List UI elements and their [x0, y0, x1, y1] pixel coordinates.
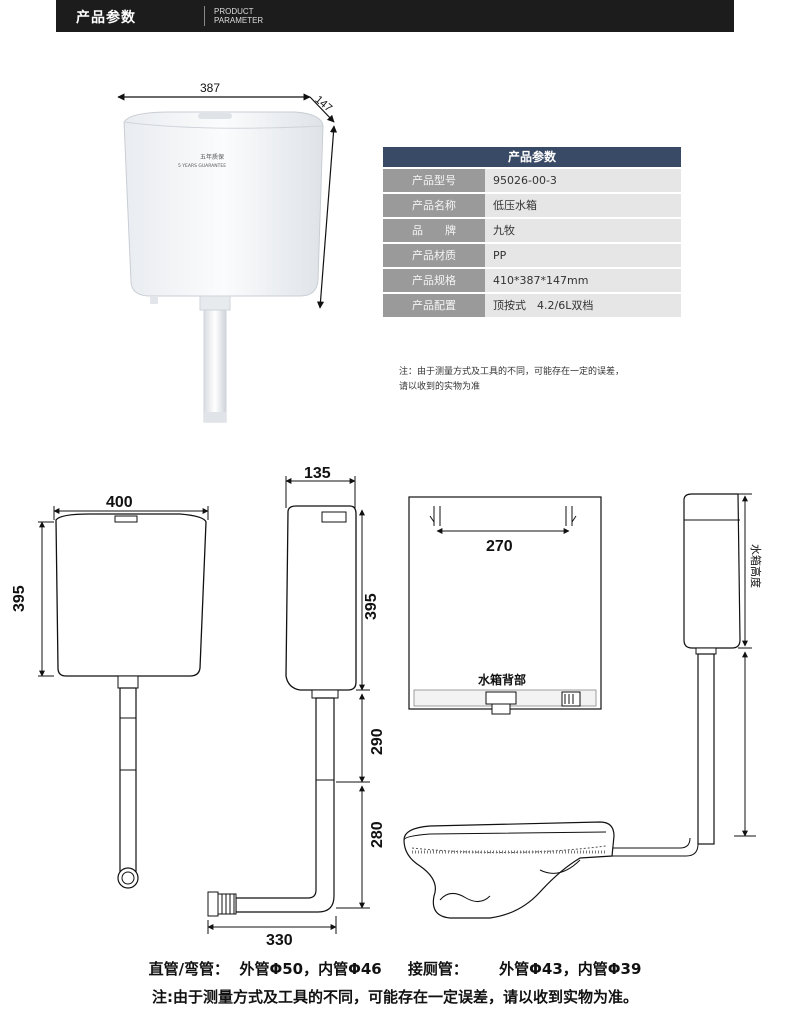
header-title-cn: 产品参数: [76, 10, 136, 26]
spec-value: 410*387*147mm: [485, 269, 681, 292]
front-view-drawing: 400 395: [11, 494, 209, 889]
header-title-en: PRODUCT PARAMETER: [214, 7, 263, 25]
spec-row: 产品材质 PP: [383, 244, 681, 267]
spec-value: 95026-00-3: [485, 169, 681, 192]
spec-value: PP: [485, 244, 681, 267]
spec-value: 九牧: [485, 219, 681, 242]
back-view-drawing: 270 水箱背部: [408, 496, 602, 715]
measurement-note-line2: 请以收到的实物为准: [399, 382, 481, 392]
spec-row: 产品名称 低压水箱: [383, 194, 681, 217]
pipe-spec-line: 直管/弯管： 外管Φ50，内管Φ46 接厕管： 外管Φ43，内管Φ39: [148, 960, 642, 978]
disclaimer-line: 注:由于测量方式及工具的不同，可能存在一定误差，请以收到实物为准。: [151, 988, 638, 1006]
side-dim-tank: 395: [363, 593, 380, 620]
spec-table: 产品参数 产品型号 95026-00-3 产品名称 低压水箱 品 牌 九牧 产品…: [383, 147, 681, 317]
product-photo: 387 147 410 五年质保 5 YEARS GUARANTEE: [117, 81, 338, 423]
photo-dim-depth: 147: [312, 94, 334, 115]
spec-key: 产品型号: [383, 169, 485, 192]
spec-table-title: 产品参数: [383, 147, 681, 167]
photo-badge-en: 5 YEARS GUARANTEE: [178, 163, 226, 169]
spec-key: 产品材质: [383, 244, 485, 267]
spec-value: 低压水箱: [485, 194, 681, 217]
spec-key: 产品规格: [383, 269, 485, 292]
install-label-height: 水箱高度: [749, 544, 763, 588]
spec-row: 品 牌 九牧: [383, 219, 681, 242]
side-dim-pipe-upper: 290: [369, 728, 386, 755]
spec-key: 产品名称: [383, 194, 485, 217]
header-separator: [204, 6, 205, 26]
spec-row: 产品规格 410*387*147mm: [383, 269, 681, 292]
side-view-drawing: 135 395 290 280 330: [207, 465, 386, 949]
side-dim-pipe-lower: 280: [369, 821, 386, 848]
header-title-en-line1: PRODUCT: [214, 7, 254, 16]
back-dim-hole-span: 270: [486, 538, 513, 555]
spec-key: 产品配置: [383, 294, 485, 317]
side-dim-depth: 135: [304, 465, 331, 482]
measurement-note: 注：由于测量方式及工具的不同，可能存在一定的误差， 请以收到的实物为准: [399, 365, 624, 395]
install-view-drawing: 水箱高度: [403, 493, 763, 919]
photo-dim-width: 387: [200, 81, 220, 95]
back-view-label: 水箱背部: [478, 672, 526, 687]
spec-row: 产品配置 顶按式 4.2/6L双档: [383, 294, 681, 317]
side-dim-bend: 330: [266, 932, 293, 949]
measurement-note-line1: 注：由于测量方式及工具的不同，可能存在一定的误差，: [399, 367, 625, 377]
front-dim-height: 395: [11, 585, 28, 612]
header-title-en-line2: PARAMETER: [214, 16, 264, 25]
spec-value: 顶按式 4.2/6L双档: [485, 294, 681, 317]
header-bar: 产品参数 PRODUCT PARAMETER: [56, 0, 734, 32]
photo-badge-cn: 五年质保: [200, 153, 224, 161]
spec-key: 品 牌: [383, 219, 485, 242]
spec-row: 产品型号 95026-00-3: [383, 169, 681, 192]
front-dim-width: 400: [106, 494, 133, 511]
